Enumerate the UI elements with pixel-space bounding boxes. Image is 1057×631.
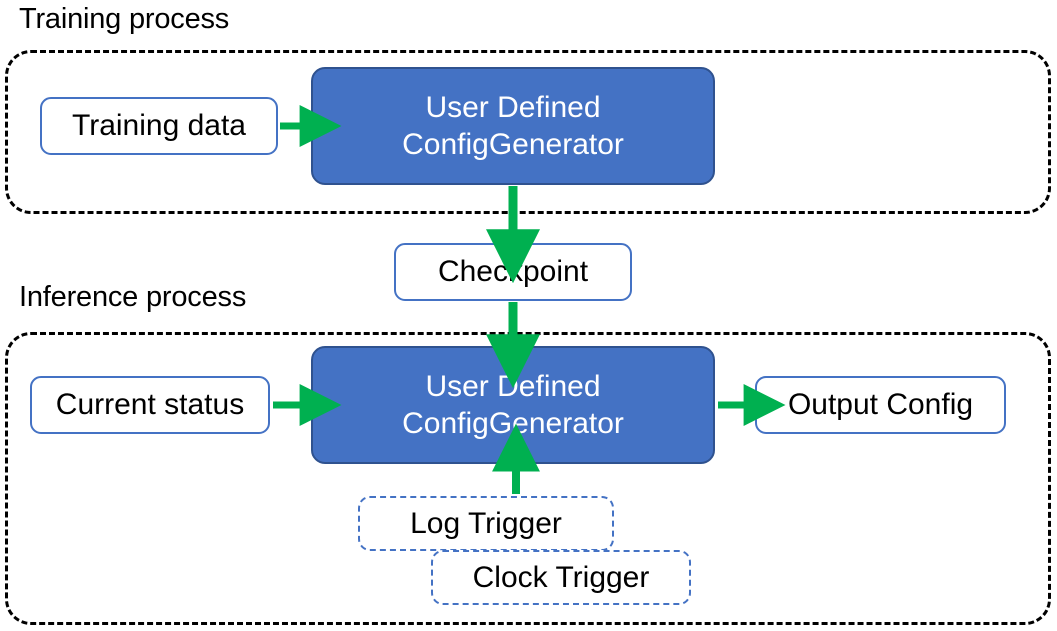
clock-trigger-node[interactable]: Clock Trigger [431, 550, 691, 605]
inference-process-title: Inference process [19, 281, 247, 313]
log-trigger-node[interactable]: Log Trigger [358, 496, 614, 551]
training-process-container [5, 50, 1051, 214]
checkpoint-node[interactable]: Checkpoint [394, 243, 632, 301]
inference-generator-line1: User Defined [425, 370, 601, 403]
inference-config-generator-node[interactable]: User Defined ConfigGenerator [311, 346, 715, 464]
inference-process-container [5, 332, 1051, 625]
training-data-node[interactable]: Training data [40, 97, 278, 155]
training-process-title: Training process [19, 3, 230, 35]
training-generator-line1: User Defined [425, 91, 601, 124]
output-config-node[interactable]: Output Config [755, 376, 1006, 434]
training-config-generator-node[interactable]: User Defined ConfigGenerator [311, 67, 715, 185]
current-status-node[interactable]: Current status [30, 376, 270, 434]
training-generator-line2: ConfigGenerator [402, 128, 624, 161]
inference-generator-line2: ConfigGenerator [402, 407, 624, 440]
